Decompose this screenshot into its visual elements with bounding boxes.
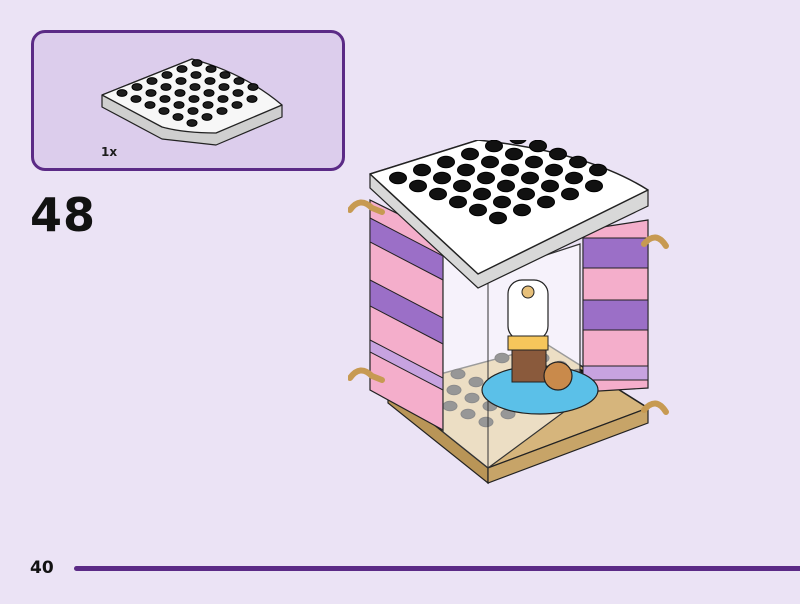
stud bbox=[505, 147, 523, 161]
stud bbox=[549, 147, 567, 161]
stud bbox=[497, 179, 515, 193]
stud bbox=[461, 147, 479, 161]
stud bbox=[144, 101, 156, 109]
stud bbox=[537, 195, 555, 209]
stud bbox=[509, 140, 527, 145]
stud bbox=[202, 101, 214, 109]
stud bbox=[545, 163, 563, 177]
stud bbox=[585, 179, 603, 193]
stud bbox=[449, 195, 467, 209]
stud bbox=[218, 83, 230, 91]
stud bbox=[521, 171, 539, 185]
assembly-model-image bbox=[348, 140, 669, 485]
stud bbox=[233, 77, 245, 85]
stud bbox=[186, 119, 198, 127]
stud bbox=[569, 155, 587, 169]
stud bbox=[116, 89, 128, 97]
stud bbox=[176, 65, 188, 73]
stud bbox=[205, 65, 217, 73]
stud bbox=[501, 163, 519, 177]
stud bbox=[204, 77, 216, 85]
stud bbox=[189, 83, 201, 91]
stud bbox=[437, 155, 455, 169]
stud bbox=[433, 171, 451, 185]
corner-plate-part-image bbox=[101, 58, 283, 146]
stud bbox=[231, 101, 243, 109]
stud bbox=[247, 83, 259, 91]
stud bbox=[457, 163, 475, 177]
stud bbox=[489, 211, 507, 225]
stud bbox=[130, 95, 142, 103]
stud bbox=[191, 59, 203, 67]
stud bbox=[453, 179, 471, 193]
stud bbox=[187, 107, 199, 115]
stud bbox=[173, 101, 185, 109]
stud bbox=[146, 77, 158, 85]
part-quantity: 1x bbox=[101, 145, 118, 159]
stud bbox=[161, 71, 173, 79]
stud bbox=[389, 171, 407, 185]
parts-callout-box: 1x bbox=[31, 30, 345, 171]
stud bbox=[246, 95, 258, 103]
stud bbox=[190, 71, 202, 79]
stud bbox=[172, 113, 184, 121]
stud bbox=[589, 163, 607, 177]
footer-divider bbox=[74, 566, 800, 571]
stud bbox=[159, 95, 171, 103]
stud bbox=[201, 113, 213, 121]
stud bbox=[131, 83, 143, 91]
stud bbox=[493, 195, 511, 209]
stud bbox=[160, 83, 172, 91]
stud bbox=[513, 203, 531, 217]
stud bbox=[477, 171, 495, 185]
stud bbox=[517, 187, 535, 201]
stud bbox=[188, 95, 200, 103]
step-number: 48 bbox=[30, 188, 97, 242]
stud bbox=[203, 89, 215, 97]
stud bbox=[473, 187, 491, 201]
stud bbox=[469, 203, 487, 217]
stud bbox=[525, 155, 543, 169]
stud bbox=[485, 140, 503, 153]
stud bbox=[541, 179, 559, 193]
stud bbox=[561, 187, 579, 201]
stud bbox=[174, 89, 186, 97]
stud bbox=[145, 89, 157, 97]
stud bbox=[481, 155, 499, 169]
stud bbox=[529, 140, 547, 153]
stud bbox=[409, 179, 427, 193]
stud bbox=[219, 71, 231, 79]
stud bbox=[232, 89, 244, 97]
stud bbox=[158, 107, 170, 115]
stud bbox=[429, 187, 447, 201]
stud bbox=[413, 163, 431, 177]
stud bbox=[175, 77, 187, 85]
stud bbox=[217, 95, 229, 103]
stud bbox=[565, 171, 583, 185]
page-number: 40 bbox=[30, 558, 54, 578]
stud bbox=[216, 107, 228, 115]
